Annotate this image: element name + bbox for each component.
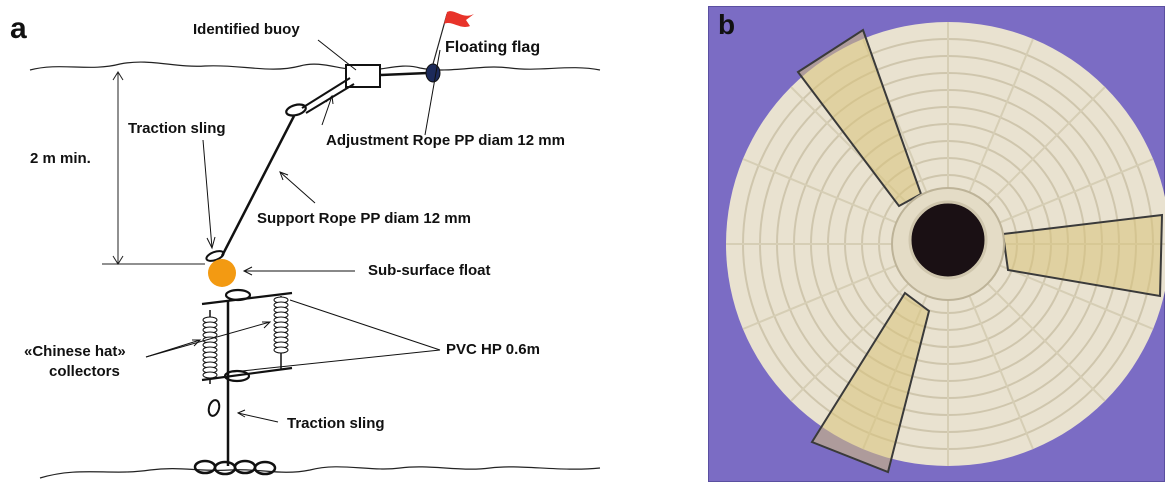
sea-surface-line bbox=[29, 61, 601, 71]
depth-label: 2 m min. bbox=[30, 150, 91, 167]
label-subsurface-float: Sub-surface float bbox=[368, 262, 491, 279]
panel-a-letter: a bbox=[10, 12, 27, 45]
subsurface-float bbox=[208, 259, 236, 287]
mooring-diagram: a 2 m min. bbox=[10, 11, 601, 479]
depth-dimension bbox=[102, 71, 205, 265]
label-identified-buoy: Identified buoy bbox=[193, 21, 300, 38]
pvc-top-bar bbox=[201, 291, 293, 306]
leader-lines bbox=[145, 39, 441, 423]
red-flag bbox=[444, 11, 474, 27]
label-floating-flag: Floating flag bbox=[445, 39, 540, 56]
label-traction-sling-bottom: Traction sling bbox=[287, 415, 385, 432]
sea-floor-line bbox=[39, 466, 601, 479]
identified-buoy bbox=[345, 64, 381, 88]
collector-stack-right bbox=[273, 296, 289, 370]
label-pvc: PVC HP 0.6m bbox=[446, 341, 540, 358]
traction-sling-float bbox=[205, 250, 225, 262]
center-hole bbox=[910, 202, 986, 278]
highlight-sector-bottom bbox=[810, 291, 931, 474]
anchor-chain bbox=[193, 459, 277, 476]
buoy-ball bbox=[425, 63, 441, 83]
collector-stack-left bbox=[202, 310, 218, 384]
label-traction-sling-top: Traction sling bbox=[128, 120, 226, 137]
label-adjustment-rope: Adjustment Rope PP diam 12 mm bbox=[326, 132, 565, 149]
traction-sling-top bbox=[285, 103, 307, 117]
panel-b-letter: b bbox=[718, 9, 735, 40]
label-chinese-hat-line2: collectors bbox=[49, 363, 120, 380]
collector-photo: b bbox=[708, 6, 1165, 482]
traction-sling-bottom bbox=[207, 399, 221, 417]
support-rope bbox=[220, 115, 296, 257]
label-chinese-hat-line1: «Chinese hat» bbox=[24, 343, 126, 360]
label-support-rope: Support Rope PP diam 12 mm bbox=[257, 210, 471, 227]
highlight-sector-right bbox=[1001, 213, 1164, 298]
